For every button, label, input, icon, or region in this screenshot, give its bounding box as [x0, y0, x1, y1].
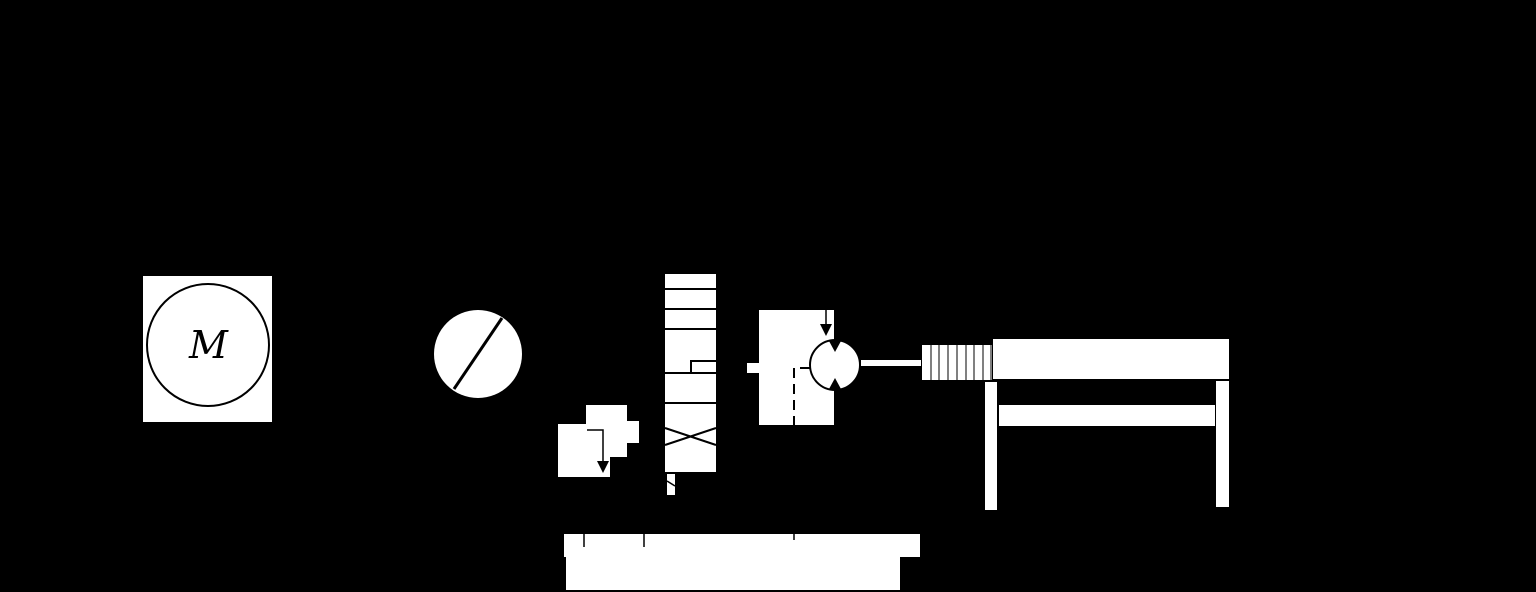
motor-circle	[146, 283, 270, 407]
tank	[564, 534, 920, 590]
pump-icon	[434, 300, 542, 410]
motor-label: M	[189, 323, 228, 367]
hydraulic-motor	[747, 310, 921, 425]
relief-valve	[558, 405, 639, 477]
worktable	[985, 339, 1229, 510]
spring	[922, 345, 992, 380]
valve-stack	[664, 274, 717, 495]
